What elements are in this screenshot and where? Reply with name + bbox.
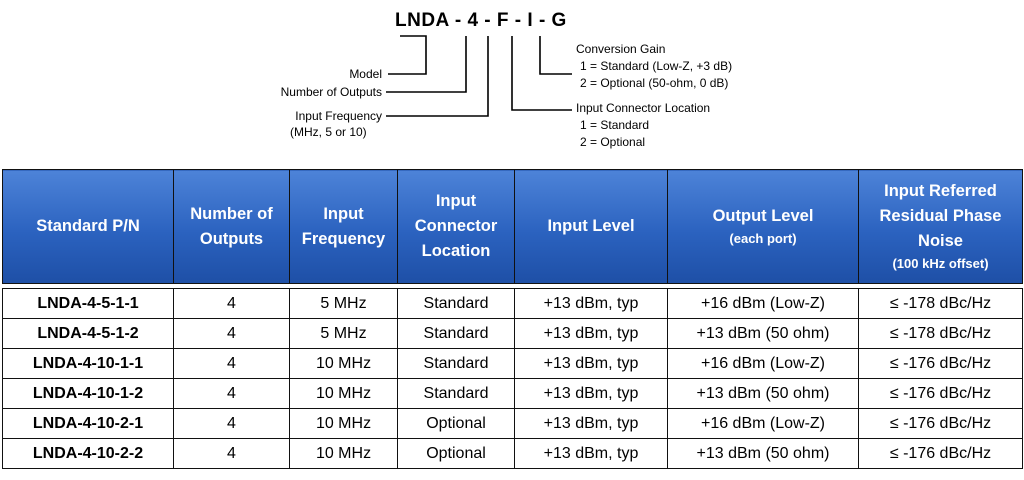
cell-input-level: +13 dBm, typ: [514, 318, 668, 349]
frequency-label: Input Frequency: [295, 109, 382, 123]
cell-frequency: 10 MHz: [289, 378, 398, 409]
gain-title: Conversion Gain: [576, 42, 666, 56]
header-output-level: Output Level(each port): [667, 169, 859, 284]
connector-title: Input Connector Location: [576, 101, 711, 115]
connector-option-1: 1 = Standard: [580, 118, 650, 132]
outputs-label: Number of Outputs: [280, 85, 382, 99]
cell-part-number: LNDA-4-10-2-1: [2, 408, 174, 439]
header-input-level: Input Level: [514, 169, 668, 284]
cell-output-level: +13 dBm (50 ohm): [667, 318, 859, 349]
cell-input-level: +13 dBm, typ: [514, 378, 668, 409]
cell-output-level: +16 dBm (Low-Z): [667, 288, 859, 319]
header-number-of-outputs: Number of Outputs: [173, 169, 290, 284]
cell-frequency: 10 MHz: [289, 348, 398, 379]
cell-connector: Standard: [397, 348, 515, 379]
cell-frequency: 5 MHz: [289, 318, 398, 349]
diagram-connector-lines: [386, 35, 572, 117]
cell-outputs: 4: [173, 408, 290, 439]
cell-outputs: 4: [173, 288, 290, 319]
cell-frequency: 10 MHz: [289, 438, 398, 469]
gain-option-1: 1 = Standard (Low-Z, +3 dB): [580, 59, 733, 73]
header-input-frequency: Input Frequency: [289, 169, 398, 284]
header-phase-noise: Input Referred Residual Phase Noise(100 …: [858, 169, 1023, 284]
connector-option-2: 2 = Optional: [580, 135, 646, 149]
frequency-label-note: (MHz, 5 or 10): [290, 125, 367, 139]
cell-input-level: +13 dBm, typ: [514, 348, 668, 379]
header-input-connector-location: Input Connector Location: [397, 169, 515, 284]
cell-input-level: +13 dBm, typ: [514, 438, 668, 469]
cell-output-level: +16 dBm (Low-Z): [667, 348, 859, 379]
part-number-diagram: LNDA - 4 - F - I - G Model Number of Out…: [0, 0, 1024, 160]
cell-output-level: +16 dBm (Low-Z): [667, 408, 859, 439]
cell-part-number: LNDA-4-10-1-2: [2, 378, 174, 409]
cell-connector: Standard: [397, 318, 515, 349]
gain-option-2: 2 = Optional (50-ohm, 0 dB): [580, 76, 729, 90]
cell-part-number: LNDA-4-10-2-2: [2, 438, 174, 469]
cell-part-number: LNDA-4-10-1-1: [2, 348, 174, 379]
table-header-row: Standard P/N Number of Outputs Input Fre…: [2, 169, 1023, 284]
cell-input-level: +13 dBm, typ: [514, 408, 668, 439]
header-standard-pn: Standard P/N: [2, 169, 174, 284]
cell-phase-noise: ≤ -176 dBc/Hz: [858, 378, 1023, 409]
cell-connector: Standard: [397, 378, 515, 409]
cell-output-level: +13 dBm (50 ohm): [667, 438, 859, 469]
cell-outputs: 4: [173, 378, 290, 409]
cell-part-number: LNDA-4-5-1-2: [2, 318, 174, 349]
cell-outputs: 4: [173, 348, 290, 379]
cell-frequency: 5 MHz: [289, 288, 398, 319]
cell-phase-noise: ≤ -176 dBc/Hz: [858, 438, 1023, 469]
cell-connector: Optional: [397, 438, 515, 469]
model-label: Model: [349, 67, 382, 81]
cell-phase-noise: ≤ -176 dBc/Hz: [858, 348, 1023, 379]
cell-outputs: 4: [173, 438, 290, 469]
cell-connector: Optional: [397, 408, 515, 439]
cell-phase-noise: ≤ -178 dBc/Hz: [858, 288, 1023, 319]
cell-connector: Standard: [397, 288, 515, 319]
cell-part-number: LNDA-4-5-1-1: [2, 288, 174, 319]
cell-phase-noise: ≤ -178 dBc/Hz: [858, 318, 1023, 349]
spec-table: Standard P/N Number of Outputs Input Fre…: [2, 169, 1023, 469]
cell-frequency: 10 MHz: [289, 408, 398, 439]
cell-phase-noise: ≤ -176 dBc/Hz: [858, 408, 1023, 439]
part-number-format: LNDA - 4 - F - I - G: [395, 10, 567, 31]
cell-input-level: +13 dBm, typ: [514, 288, 668, 319]
cell-output-level: +13 dBm (50 ohm): [667, 378, 859, 409]
cell-outputs: 4: [173, 318, 290, 349]
